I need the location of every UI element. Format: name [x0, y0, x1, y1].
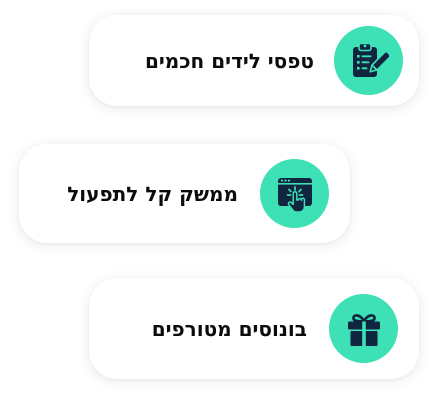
- feature-label: טפסי לידים חכמים: [144, 48, 314, 73]
- feature-label: ממשק קל לתפעול: [67, 181, 238, 206]
- gift-icon: [329, 294, 398, 363]
- feature-card-easy-interface[interactable]: ממשק קל לתפעול: [19, 144, 350, 243]
- feature-label: בונוסים מטורפים: [151, 316, 307, 341]
- browser-click-icon: [260, 159, 329, 228]
- feature-card-smart-lead-forms[interactable]: טפסי לידים חכמים: [89, 15, 419, 106]
- clipboard-pen-icon: [334, 26, 403, 95]
- feature-card-crazy-bonuses[interactable]: בונוסים מטורפים: [89, 278, 419, 379]
